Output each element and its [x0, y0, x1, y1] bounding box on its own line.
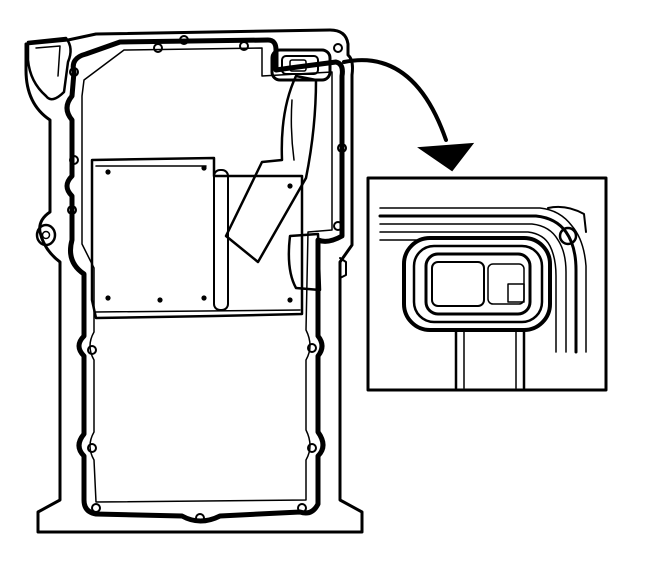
plate-screw: [105, 295, 111, 301]
callout-arrow: [342, 58, 475, 172]
bolt-hole: [69, 155, 79, 165]
oil-pan-left-boss: [35, 223, 57, 247]
callout-arrowhead: [417, 142, 475, 172]
bolt-hole: [337, 143, 347, 153]
pickup-flange: [270, 48, 332, 82]
plate-screw: [201, 295, 207, 301]
bolt-hole: [297, 503, 307, 513]
bolt-hole: [179, 35, 189, 45]
bolt-hole: [307, 343, 317, 353]
oil-pan-gasket-inner: [81, 47, 333, 503]
plate-screw: [201, 165, 207, 171]
bolt-hole: [239, 41, 249, 51]
oil-pan-rib: [213, 169, 229, 311]
inset-port: [424, 252, 532, 316]
bolt-hole: [333, 43, 343, 53]
oil-pan: [24, 28, 364, 534]
bolt-hole: [87, 345, 97, 355]
bolt-holes: [67, 35, 347, 523]
plate-screw: [287, 183, 293, 189]
oil-pan-right-pad: [287, 232, 322, 292]
inset-frame: [366, 176, 608, 392]
bolt-hole: [67, 205, 77, 215]
inset-detail: [366, 176, 608, 392]
bolt-hole: [307, 443, 317, 453]
oil-pan-left-ear: [26, 36, 72, 101]
bolt-hole: [333, 221, 343, 231]
plate-screw: [105, 169, 111, 175]
plate-screws: [105, 165, 293, 303]
inset-seal-inner: [412, 244, 544, 324]
inset-bolt-hole: [558, 226, 578, 246]
inset-seal-outer: [402, 236, 552, 332]
oil-pan-baffle-plate: [90, 156, 304, 320]
bolt-hole: [195, 513, 205, 523]
oil-pan-outer-outline: [24, 28, 364, 534]
bolt-hole: [153, 43, 163, 53]
bolt-hole: [69, 67, 79, 77]
inset-tube: [454, 328, 526, 390]
plate-screw: [157, 297, 163, 303]
oil-pickup-tube: [224, 74, 318, 264]
bolt-hole: [87, 443, 97, 453]
bolt-hole: [91, 503, 101, 513]
plate-screw: [287, 297, 293, 303]
